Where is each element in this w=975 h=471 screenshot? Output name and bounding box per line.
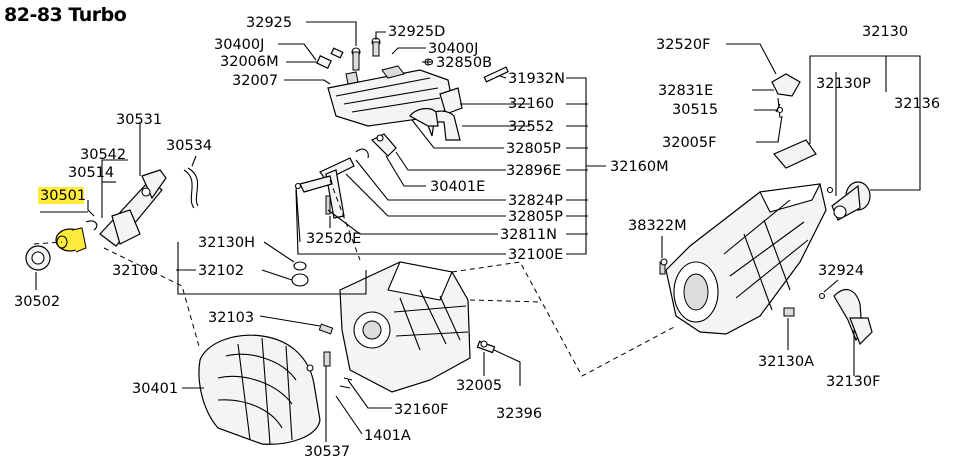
- label-30537: 30537: [304, 444, 350, 460]
- leader-lines: [35, 21, 921, 442]
- label-32552: 32552: [508, 119, 554, 135]
- label-32130P: 32130P: [816, 76, 871, 92]
- label-32102: 32102: [198, 263, 244, 279]
- label-32005: 32005: [456, 378, 502, 394]
- label-32850B: 32850B: [436, 55, 492, 71]
- label-32160F: 32160F: [394, 402, 448, 418]
- label-30514: 30514: [68, 165, 114, 181]
- label-32896E: 32896E: [506, 163, 561, 179]
- label-38322M: 38322M: [628, 218, 687, 234]
- label-32924: 32924: [818, 263, 864, 279]
- label-30400J-left: 30400J: [214, 37, 264, 53]
- rear-extension-housing: [659, 73, 873, 346]
- label-32130F: 32130F: [826, 374, 880, 390]
- release-bearing-highlighted: [55, 227, 87, 253]
- label-32160M: 32160M: [610, 159, 669, 175]
- label-32520F: 32520F: [656, 37, 710, 53]
- label-30401E: 30401E: [430, 179, 485, 195]
- label-32130A: 32130A: [758, 354, 814, 370]
- label-32006M: 32006M: [220, 54, 279, 70]
- label-32805P-upper: 32805P: [506, 141, 561, 157]
- label-32103: 32103: [208, 310, 254, 326]
- label-30401: 30401: [132, 381, 178, 397]
- label-1401A: 1401A: [364, 428, 411, 444]
- label-30501-highlight: [38, 187, 84, 204]
- clutch-housing: [198, 334, 331, 445]
- label-32100: 32100: [112, 263, 158, 279]
- label-30400J-right: 30400J: [428, 41, 478, 57]
- label-32160: 32160: [508, 96, 554, 112]
- label-32005F: 32005F: [662, 135, 716, 151]
- label-32130: 32130: [862, 24, 908, 40]
- label-32136: 32136: [894, 96, 940, 112]
- assembly-dashed-lines: [33, 179, 677, 377]
- label-30534: 30534: [166, 138, 212, 154]
- label-32130H: 32130H: [198, 235, 255, 251]
- label-32925: 32925: [246, 15, 292, 31]
- diagram-title: 82-83 Turbo: [4, 4, 127, 26]
- label-32824P: 32824P: [508, 193, 563, 209]
- label-30515: 30515: [672, 102, 718, 118]
- label-32520E: 32520E: [306, 231, 361, 247]
- label-30501: 30501: [40, 188, 86, 204]
- clutch-release-parts: [25, 167, 199, 271]
- label-32100E: 32100E: [508, 247, 563, 263]
- label-32925D: 32925D: [388, 24, 445, 40]
- label-32007: 32007: [232, 73, 278, 89]
- label-31932N: 31932N: [508, 71, 565, 87]
- label-32831E: 32831E: [658, 83, 713, 99]
- part-labels: 32925 32925D 30400J 30400J 32006M 32850B…: [14, 15, 940, 460]
- label-32811N: 32811N: [500, 227, 557, 243]
- transmission-case: [291, 261, 496, 393]
- label-30542: 30542: [80, 147, 126, 163]
- label-32396: 32396: [496, 406, 542, 422]
- label-30502: 30502: [14, 294, 60, 310]
- label-30531: 30531: [116, 112, 162, 128]
- label-32805P-lower: 32805P: [508, 209, 563, 225]
